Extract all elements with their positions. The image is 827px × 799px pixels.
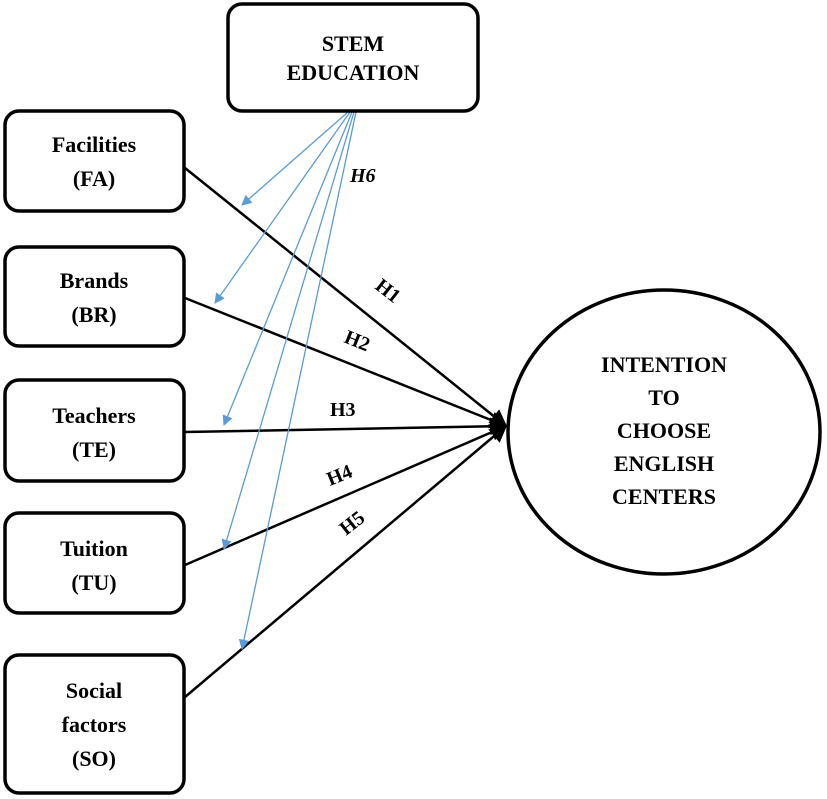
hypothesis-label-h5: H5 <box>336 507 370 540</box>
node-teachers: Teachers (TE) <box>3 378 186 483</box>
node-intention-line2: TO <box>648 385 679 410</box>
node-tuition-line1: Tuition <box>60 536 128 561</box>
hypothesis-label-h3: H3 <box>330 399 356 421</box>
node-intention-line5: CENTERS <box>612 484 716 509</box>
moderator-arrow-tu <box>221 111 355 550</box>
node-social-line2: factors <box>62 712 127 737</box>
node-teachers-line1: Teachers <box>52 403 136 428</box>
node-intention-line3: CHOOSE <box>617 418 711 443</box>
arrow-h2 <box>184 296 508 429</box>
hypothesis-label-h6: H6 <box>349 165 376 187</box>
arrow-h5 <box>184 424 508 698</box>
moderator-arrows <box>214 111 357 651</box>
node-tuition-line2: (TU) <box>71 570 116 595</box>
arrow-h1 <box>184 167 508 428</box>
node-intention: INTENTION TO CHOOSE ENGLISH CENTERS <box>506 288 822 576</box>
node-intention-line4: ENGLISH <box>614 451 714 476</box>
node-teachers-line2: (TE) <box>72 437 116 462</box>
arrow-h3 <box>184 417 508 436</box>
node-facilities-line1: Facilities <box>52 132 137 157</box>
arrow-h4 <box>184 424 508 567</box>
node-social-factors: Social factors (SO) <box>3 653 186 795</box>
hypothesis-label-h2: H2 <box>341 326 373 356</box>
node-brands: Brands (BR) <box>3 245 186 348</box>
moderator-arrow-fa <box>241 111 349 206</box>
node-stem-line2: EDUCATION <box>287 60 420 85</box>
node-stem-line1: STEM <box>322 31 385 56</box>
hypothesis-label-h1: H1 <box>371 275 405 308</box>
node-social-line3: (SO) <box>72 746 116 771</box>
node-brands-line1: Brands <box>60 268 129 293</box>
node-intention-line1: INTENTION <box>601 352 727 377</box>
node-facilities-line2: (FA) <box>73 166 115 191</box>
moderator-arrow-br <box>214 111 351 304</box>
node-facilities: Facilities (FA) <box>3 109 186 213</box>
moderator-arrow-te <box>222 111 353 426</box>
node-tuition: Tuition (TU) <box>3 511 186 615</box>
node-brands-line2: (BR) <box>71 302 116 327</box>
node-social-line1: Social <box>66 678 122 703</box>
node-stem-education: STEM EDUCATION <box>226 2 480 113</box>
moderator-arrow-so <box>238 111 357 651</box>
hypothesis-label-h4: H4 <box>324 461 356 491</box>
